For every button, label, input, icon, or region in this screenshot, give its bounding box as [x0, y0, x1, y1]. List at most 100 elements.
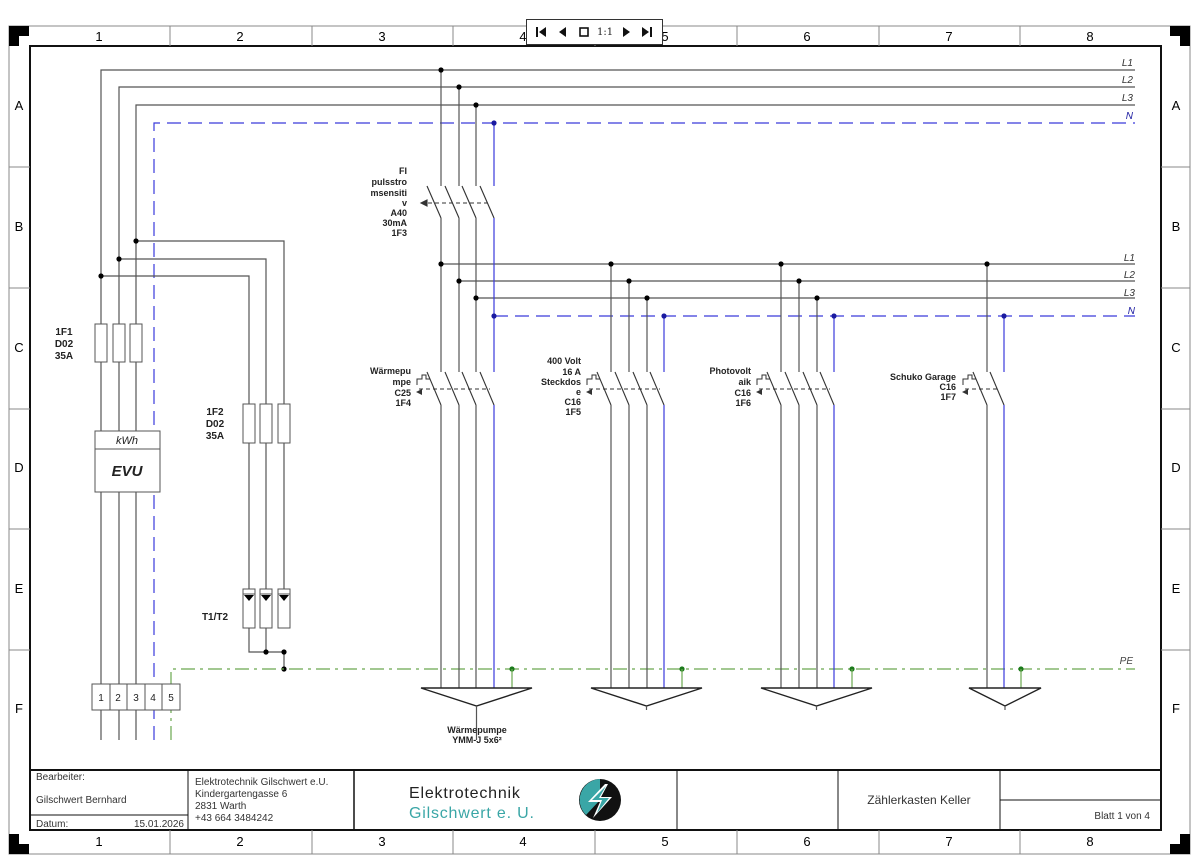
busbar-l1-top — [100, 69, 1135, 740]
busbar-n-top — [153, 122, 1135, 740]
row-label: E — [1172, 581, 1181, 596]
next-page-button[interactable] — [618, 23, 634, 41]
row-label: A — [15, 98, 24, 113]
meter-unit: kWh — [116, 435, 138, 447]
label-line: 1F2 — [206, 407, 224, 418]
fit-page-button[interactable] — [576, 23, 592, 41]
page-navigation-toolbar: 1:1 — [526, 19, 663, 45]
next-page-icon — [622, 27, 630, 37]
busbar-l2-top — [118, 86, 1135, 740]
previous-page-button[interactable] — [555, 23, 571, 41]
busbar-label-l2: L2 — [1124, 270, 1136, 281]
editor-label: Bearbeiter: — [36, 772, 85, 783]
row-label: B — [1172, 219, 1181, 234]
label-line: 35A — [55, 351, 73, 362]
junction-dot — [608, 261, 614, 267]
corner-mark-top-right — [1170, 26, 1190, 46]
cable-label: Wärmepumpe YMM-J 5x6² — [447, 725, 507, 745]
fuse-element — [277, 403, 291, 444]
circuit-1f5 — [586, 261, 703, 710]
date-label: Datum: — [36, 819, 68, 830]
label-line: 1F7 — [940, 392, 956, 402]
wire — [248, 628, 284, 653]
label-line: Schuko Garage — [890, 372, 956, 382]
label-line: 400 Volt — [547, 356, 581, 366]
label-line: YMM-J 5x6² — [452, 735, 502, 745]
junction-dot — [438, 261, 444, 267]
fuse-1f1 — [94, 323, 143, 363]
row-label: C — [1171, 340, 1180, 355]
row-labels-right: A B C D E F — [1171, 98, 1180, 716]
column-label: 6 — [803, 29, 810, 44]
cable-entry-symbol — [420, 687, 533, 707]
label-line: FI — [399, 166, 407, 176]
wire — [119, 258, 267, 628]
title-block — [30, 769, 1161, 830]
company-name: Elektrotechnik Gilschwert e.U. — [195, 777, 328, 788]
column-label: 4 — [519, 29, 526, 44]
rcd-feeders — [440, 70, 495, 186]
last-page-button[interactable] — [639, 23, 655, 41]
pe-label: PE — [1120, 656, 1134, 667]
label-line: 35A — [206, 431, 224, 442]
circuits — [416, 261, 1042, 740]
column-label: 5 — [661, 29, 668, 44]
row-label: A — [1172, 98, 1181, 113]
editor-name: Gilschwert Bernhard — [36, 795, 127, 806]
date-value: 15.01.2026 — [134, 819, 184, 830]
junction-dot — [796, 278, 802, 284]
first-page-button[interactable] — [534, 23, 550, 41]
corner-mark-bottom-right — [1170, 834, 1190, 854]
outer-frame — [8, 25, 1191, 855]
label-line: msensiti — [370, 188, 407, 198]
junction-dot — [984, 261, 990, 267]
fuse-element — [129, 323, 143, 363]
row-label: D — [14, 460, 23, 475]
terminal-number: 5 — [168, 693, 174, 704]
label-line: 16 A — [562, 367, 581, 377]
junction-dot — [661, 313, 667, 319]
row-label: F — [1172, 701, 1180, 716]
column-label: 4 — [519, 834, 526, 849]
terminal-block: 1 2 3 4 5 — [91, 683, 181, 711]
label-line: C25 — [394, 388, 411, 398]
breaker-1f5-label: 400 Volt 16 A Steckdos e C16 1F5 — [541, 356, 582, 417]
label-line: 1F4 — [395, 398, 411, 408]
busbar-label-l2: L2 — [1122, 75, 1134, 86]
rcd-junctions — [438, 67, 497, 126]
wire — [136, 240, 285, 628]
mid-busbar-labels: L1 L2 L3 N — [1124, 253, 1136, 317]
column-label: 1 — [95, 29, 102, 44]
label-line: 1F5 — [565, 407, 581, 417]
top-busbar-labels: L1 L2 L3 N — [1122, 58, 1134, 122]
column-labels-top: 1 2 3 4 5 6 7 8 — [95, 29, 1093, 44]
terminal-number: 3 — [133, 693, 139, 704]
drawing-title: Zählerkasten Keller — [867, 793, 970, 807]
top-busbars — [100, 69, 1135, 740]
fuse-1f2-label: 1F2 D02 35A — [206, 407, 225, 442]
label-line: v — [402, 198, 407, 208]
label-line: C16 — [734, 388, 751, 398]
terminal-number: 2 — [115, 693, 121, 704]
label-line: 30mA — [382, 218, 407, 228]
energy-meter: kWh EVU — [94, 430, 161, 493]
row-label: E — [15, 581, 24, 596]
company-phone: +43 664 3484242 — [195, 813, 274, 824]
junction-dot — [814, 295, 820, 301]
column-label: 2 — [236, 29, 243, 44]
wire — [101, 275, 250, 628]
junction-dot — [456, 278, 462, 284]
row-labels-left: A B C D E F — [14, 98, 23, 716]
zoom-level[interactable]: 1:1 — [596, 26, 614, 38]
cable-entry-symbol — [590, 687, 703, 707]
column-label: 8 — [1086, 834, 1093, 849]
busbar-label-n: N — [1128, 306, 1136, 317]
row-label: F — [15, 701, 23, 716]
fit-page-icon — [579, 27, 589, 37]
title-block-text: Bearbeiter: Gilschwert Bernhard Datum: 1… — [36, 772, 1150, 830]
fuse-1f2 — [242, 403, 291, 444]
column-label: 1 — [95, 834, 102, 849]
row-label: B — [15, 219, 24, 234]
cable-entry-symbol — [760, 687, 873, 707]
